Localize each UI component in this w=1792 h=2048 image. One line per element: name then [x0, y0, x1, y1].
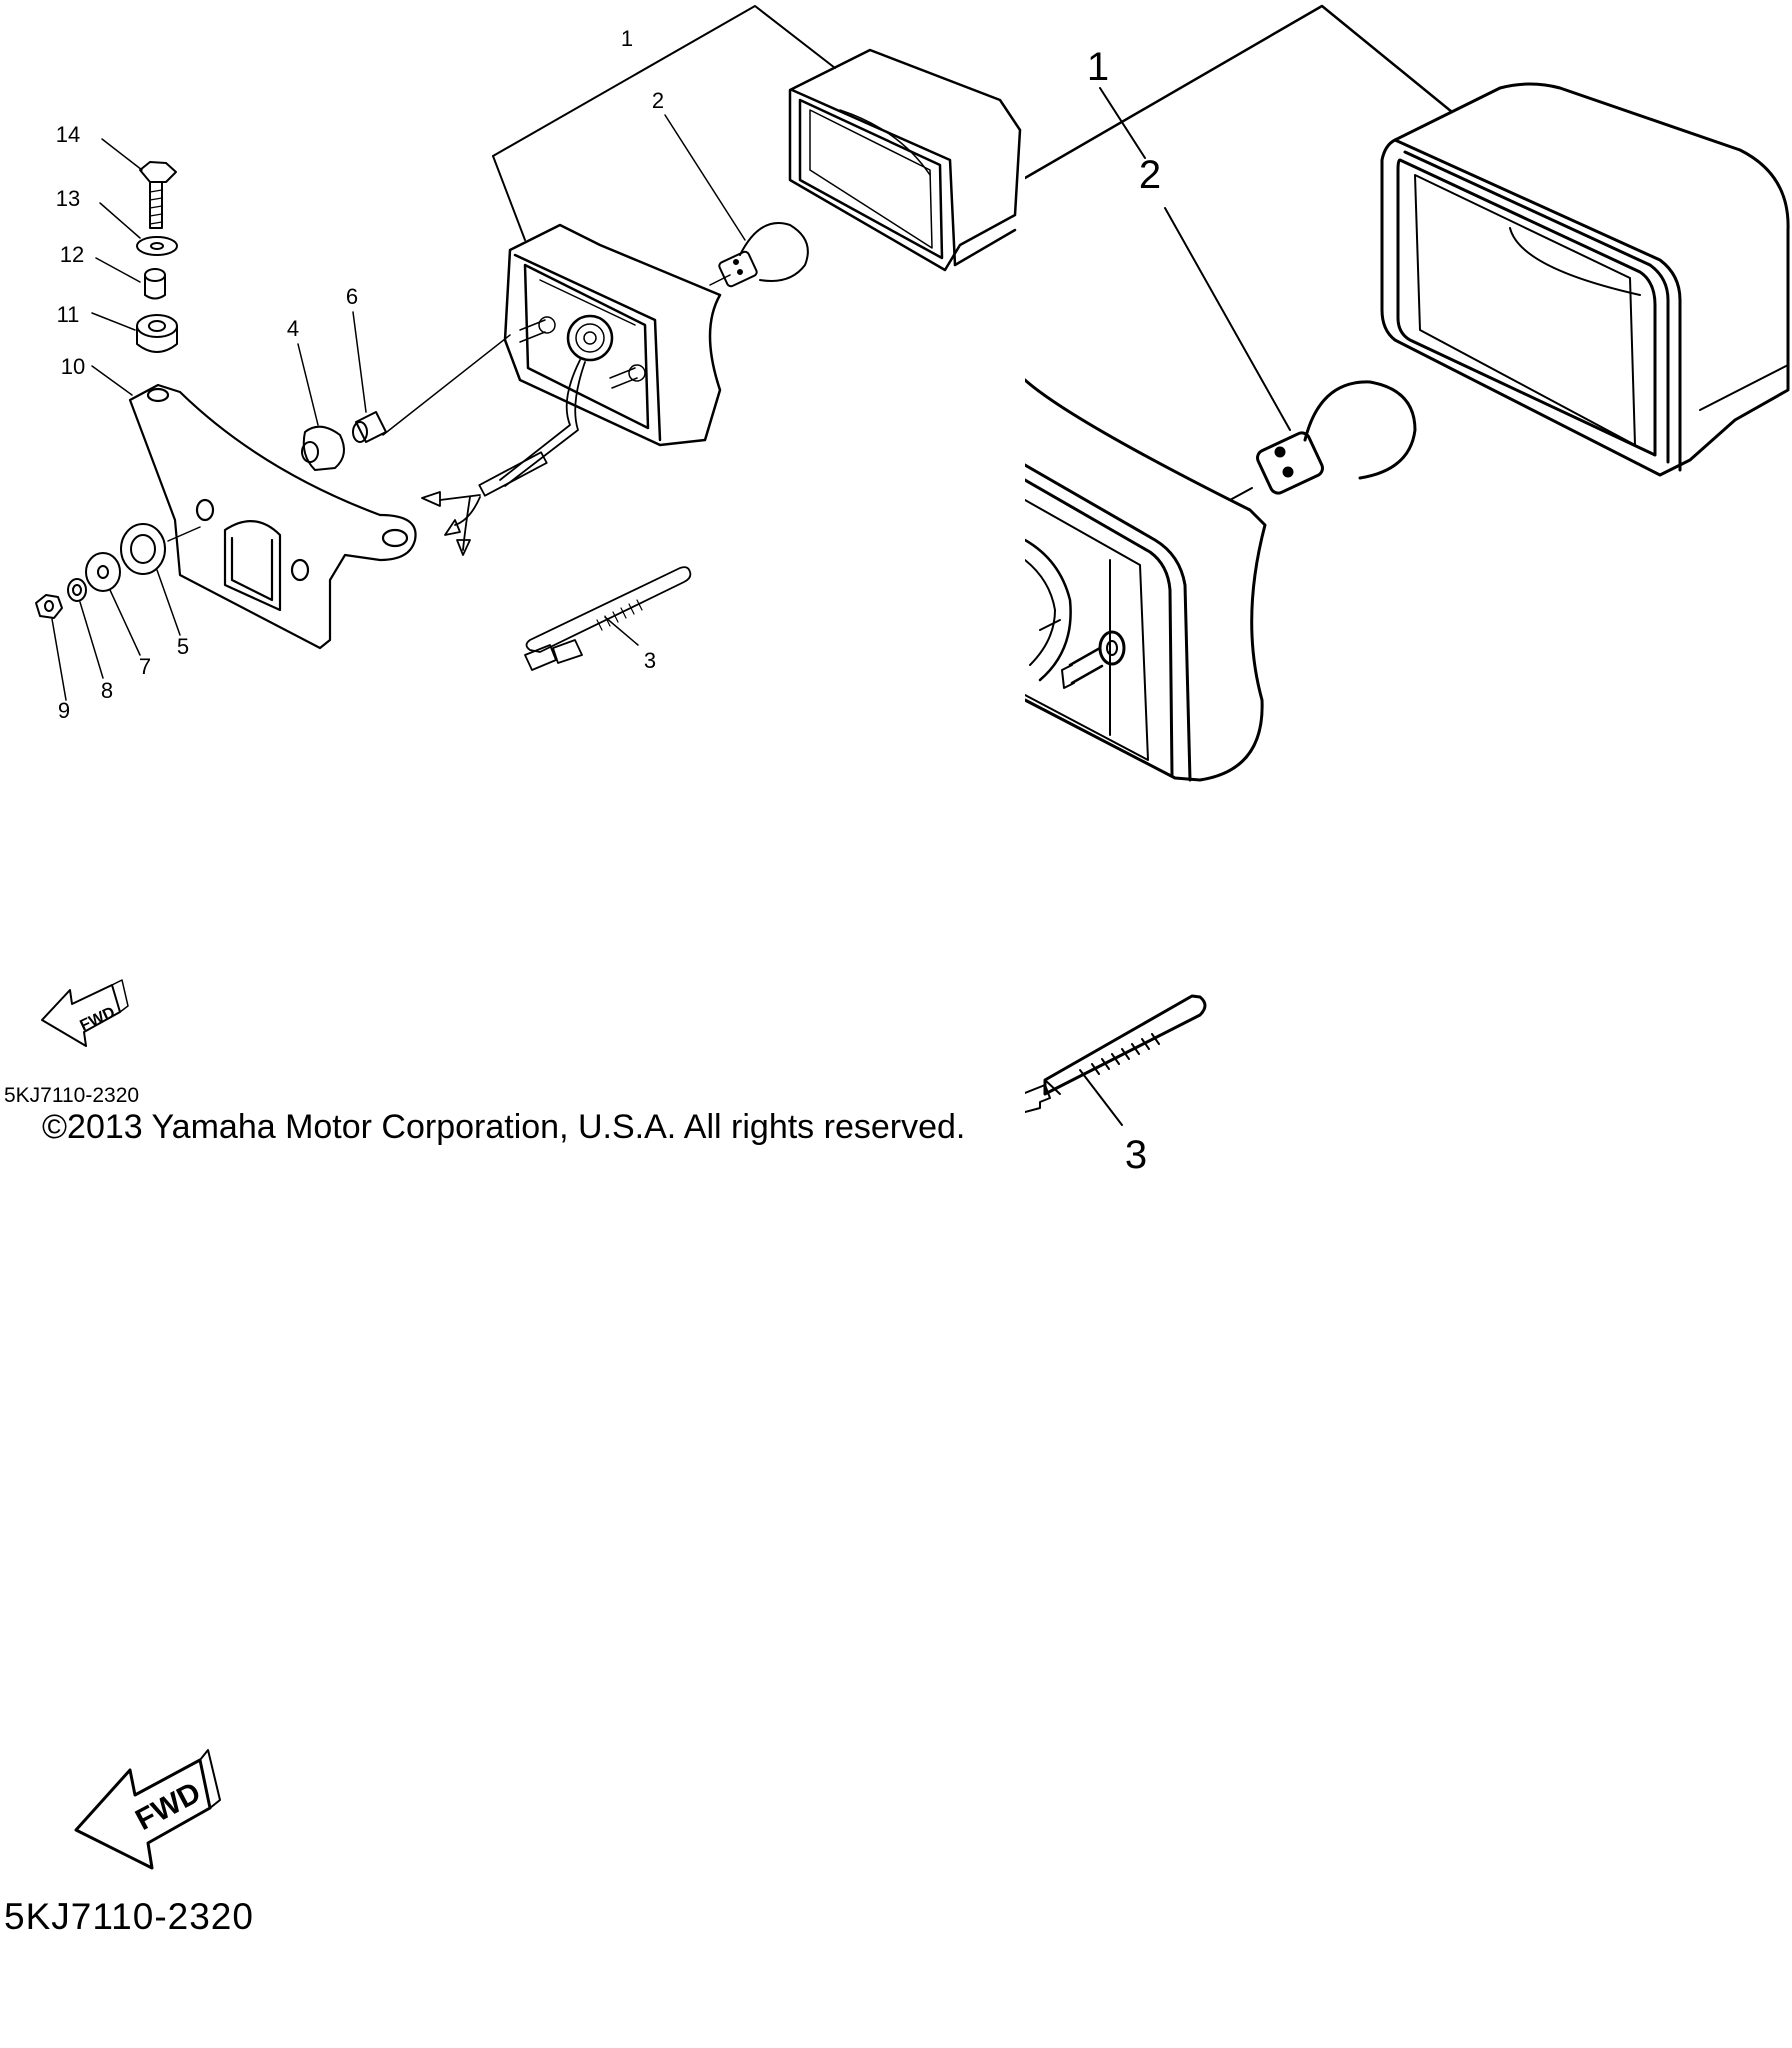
callout-7-leader: [109, 589, 141, 656]
detail-callout-label-2: 2: [1139, 153, 1161, 197]
diagram-code-small: 5KJ7110-2320: [4, 1084, 140, 1107]
callout-label-3: 3: [644, 648, 656, 673]
callout-11-leader: [91, 312, 136, 331]
detail-view: [1025, 4, 1790, 1126]
washer-part-13: [136, 236, 178, 256]
alignment-line: [382, 334, 511, 436]
callout-10-leader: [91, 365, 133, 396]
callout-label-4: 4: [287, 316, 299, 341]
callout-label-13: 13: [56, 186, 80, 211]
callout-3-leader: [604, 616, 639, 646]
copyright-notice: ©2013 Yamaha Motor Corporation, U.S.A. A…: [42, 1108, 966, 1146]
bracket-part-10: [128, 383, 417, 650]
bulb-part: [718, 222, 809, 288]
callout-14-leader: [101, 138, 143, 171]
grommet-part-4: [301, 425, 345, 471]
callout-label-9: 9: [58, 698, 70, 723]
detail-cable-tie: [1025, 994, 1207, 1113]
collar-part-12: [144, 268, 166, 300]
main-callout-labels: 1 2 3 4 5 6 7 8 9 10 11 12 13 14: [56, 26, 664, 723]
fwd-arrow-large: FWD: [74, 1749, 221, 1870]
callout-label-12: 12: [60, 242, 84, 267]
detail-callout-label-1: 1: [1087, 45, 1109, 89]
grommet-part-5: [120, 523, 166, 575]
callout-1-bracket-lines: [492, 5, 836, 241]
callout-4-leader: [297, 343, 319, 426]
cable-tie-part-3: [524, 566, 692, 671]
detail-lens: [1380, 82, 1790, 477]
collar-part-6: [352, 411, 387, 443]
fwd-arrow-small: FWD: [41, 979, 129, 1047]
fwd-label-small: FWD: [78, 1004, 118, 1035]
callout-label-2: 2: [652, 88, 664, 113]
callout-6-leader: [352, 311, 367, 413]
fwd-label-large: FWD: [130, 1776, 206, 1837]
bolt-part-14: [139, 161, 177, 229]
diagram-code-large: 5KJ7110-2320: [4, 1896, 254, 1937]
housing-part: [503, 223, 722, 447]
callout-label-7: 7: [139, 654, 151, 679]
callout-2-leader: [664, 114, 746, 241]
wire-harness: [421, 359, 586, 556]
lockwasher-part-8: [67, 578, 87, 602]
callout-label-10: 10: [61, 354, 85, 379]
callout-8-leader: [79, 601, 104, 679]
callout-9-leader: [51, 618, 67, 701]
lens-part: [788, 48, 1022, 272]
callout-label-1: 1: [621, 26, 633, 51]
callout-label-8: 8: [101, 678, 113, 703]
callout-label-14: 14: [56, 122, 80, 147]
callout-5-leader: [156, 569, 181, 636]
washer-part-7: [85, 552, 121, 592]
callout-13-leader: [99, 202, 141, 239]
detail-bulb: [1256, 380, 1417, 495]
grommet-part-11: [136, 314, 178, 353]
callout-label-11: 11: [57, 302, 80, 327]
callout-label-6: 6: [346, 284, 358, 309]
callout-label-5: 5: [177, 634, 189, 659]
callout-12-leader: [95, 257, 141, 283]
main-exploded-view: [35, 5, 1022, 701]
detail-callout-labels: 1 2 3: [1087, 45, 1161, 1177]
detail-housing: [1025, 378, 1267, 782]
detail-callout-label-3: 3: [1125, 1133, 1147, 1177]
nut-part-9: [35, 594, 63, 619]
